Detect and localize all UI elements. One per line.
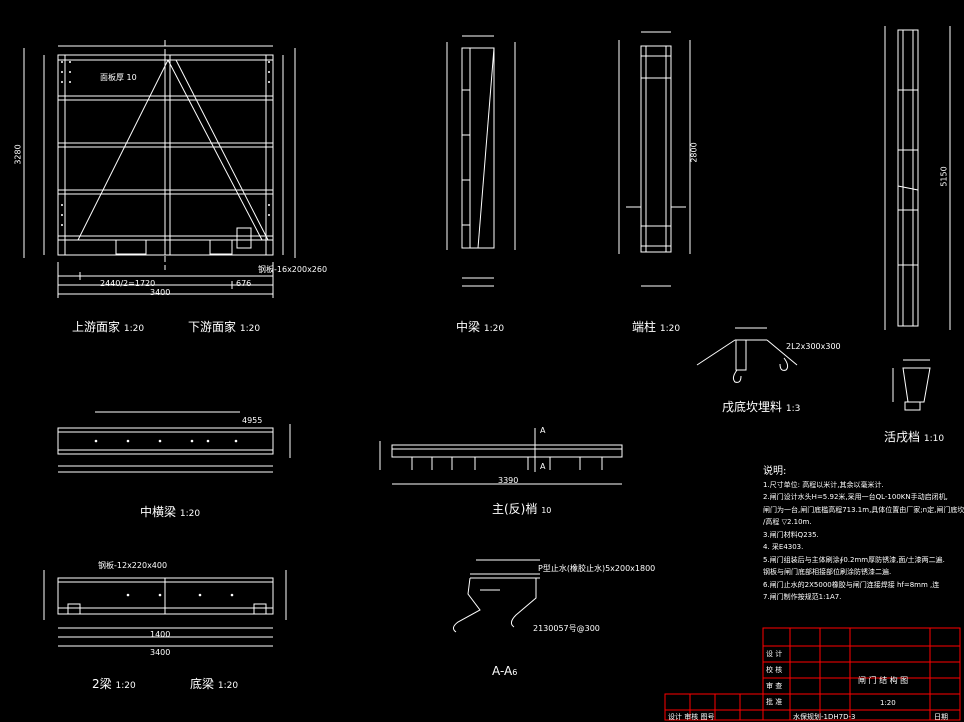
section-a-marker-bottom: A bbox=[540, 462, 546, 471]
end-column-view bbox=[618, 31, 691, 287]
embedded-part-label: 戌底坎埋料 bbox=[722, 400, 783, 414]
main-beam-length: 3390 bbox=[498, 476, 519, 485]
upstream-scale: 1:20 bbox=[123, 324, 145, 334]
beam2-label: 2梁 bbox=[92, 677, 112, 691]
side-column-5150: 5150 bbox=[939, 166, 949, 187]
movable-block-view bbox=[892, 359, 931, 411]
mid-longitudinal-label: 中横梁 bbox=[140, 505, 177, 519]
bolt-callout: 2130057号@300 bbox=[533, 624, 600, 633]
date-label: 日期 bbox=[934, 713, 948, 721]
dim-2440: 2440/2=1720 bbox=[100, 279, 156, 288]
dim-1400: 1400 bbox=[150, 630, 171, 639]
note-line: 3.闸门材料Q235. bbox=[763, 530, 819, 539]
mid-longitudinal-scale: 1:20 bbox=[179, 509, 201, 519]
section-aa-view bbox=[452, 559, 540, 633]
plate-callout: 钢板-16x200x260 bbox=[258, 265, 328, 274]
middle-beam-label: 中梁 bbox=[456, 320, 481, 334]
rubber-seal-callout: P型止水(橡胶止水)5x200x1800 bbox=[538, 564, 656, 573]
end-column-title: 端柱 1:20 bbox=[632, 318, 680, 335]
title-block bbox=[664, 627, 961, 721]
main-beam-view bbox=[379, 428, 623, 485]
note-line: 6.闸门止水的2X5000橡胶与闸门连接焊接 hf=8mm ,连 bbox=[763, 580, 940, 589]
rivet-dots bbox=[61, 61, 270, 226]
note-line: 2.闸门设计水头H=5.92米,采用一台QL-100KN手动启闭机, bbox=[763, 493, 948, 501]
note-line: 闸门为一台,闸门底槛高程713.1m,具体位置由厂家;n定,闸门底坎 bbox=[763, 505, 964, 514]
main-beam-label: 主(反)梢 bbox=[492, 502, 538, 516]
movable-block-title: 活戌档 1:10 bbox=[884, 428, 944, 445]
downstream-face-label: 下游面家 bbox=[188, 320, 237, 334]
bottom-beam-label: 底梁 bbox=[190, 677, 215, 691]
end-column-label: 端柱 bbox=[632, 320, 657, 334]
beam2-scale: 1:20 bbox=[115, 681, 136, 691]
note-line: /高程 ▽2.10m. bbox=[763, 518, 812, 526]
tb-row-check: 校 核 bbox=[766, 666, 783, 674]
note-line: 7.闸门制作按规范1:1A7. bbox=[763, 593, 842, 601]
dim-676: 676 bbox=[236, 279, 252, 288]
dim-3400b: 3400 bbox=[150, 648, 171, 657]
dim-4955: 4955 bbox=[242, 416, 263, 425]
downstream-face-title: 下游面家 1:20 bbox=[188, 318, 260, 335]
drawing-scale: 1:20 bbox=[880, 699, 896, 707]
beam2-holes bbox=[126, 593, 234, 597]
tb-row-approve: 批 准 bbox=[766, 698, 783, 706]
side-column-view bbox=[884, 26, 951, 330]
main-beam-title: 主(反)梢 10 bbox=[492, 500, 551, 517]
tb-bottom-left: 设计 审核 图号 bbox=[668, 713, 715, 721]
beam2-view bbox=[43, 570, 287, 647]
upstream-face-label: 上游面家 bbox=[72, 320, 121, 334]
design-notes: 说明: 1.尺寸单位: 高程以米计,其余以毫米计. 2.闸门设计水头H=5.92… bbox=[763, 466, 964, 604]
embedded-callout: 2L2x300x300 bbox=[786, 342, 841, 351]
middle-beam-scale: 1:20 bbox=[483, 324, 505, 334]
main-beam-scale: 10 bbox=[541, 506, 552, 515]
upstream-downstream-gate-view bbox=[23, 40, 296, 298]
note-line: 1.尺寸单位: 高程以米计,其余以毫米计. bbox=[763, 480, 884, 489]
embedded-sill-view bbox=[696, 327, 798, 383]
embedded-part-scale: 1:3 bbox=[785, 404, 801, 414]
end-column-scale: 1:20 bbox=[659, 324, 681, 334]
mid-beam-holes bbox=[94, 439, 238, 443]
notes-heading: 说明: bbox=[763, 466, 787, 477]
beam2-title: 2梁 1:20 bbox=[92, 675, 136, 692]
overall-height-dim: 3280 bbox=[13, 144, 23, 165]
upstream-face-title: 上游面家 1:20 bbox=[72, 318, 144, 335]
section-aa-scale: 6 bbox=[512, 668, 518, 677]
section-a-marker-top: A bbox=[540, 426, 546, 435]
note-line: 5.闸门组装后与主体刷涂∮0.2mm厚防锈漆,面/土漆两二遍. bbox=[763, 555, 945, 564]
tb-row-design: 设 计 bbox=[766, 650, 783, 658]
middle-beam-title: 中梁 1:20 bbox=[456, 318, 504, 335]
note-line: 4. 采E4303. bbox=[763, 543, 804, 551]
end-column-2800: 2800 bbox=[689, 142, 699, 163]
drawing-number: 水保规划-1DH7D-3 bbox=[793, 713, 856, 721]
overall-width-dim: 3400 bbox=[150, 288, 171, 297]
tb-row-review: 审 查 bbox=[766, 682, 783, 690]
embedded-part-title: 戌底坎埋料 1:3 bbox=[722, 398, 800, 415]
middle-beam-view bbox=[446, 35, 516, 287]
section-aa-title: A-A6 bbox=[492, 664, 517, 678]
mid-longitudinal-title: 中横梁 1:20 bbox=[140, 503, 200, 520]
plate-callout-2: 钢板-12x220x400 bbox=[98, 561, 168, 570]
drawing-title: 闸 门 结 构 图 bbox=[858, 676, 909, 685]
bottom-beam-scale: 1:20 bbox=[217, 681, 239, 691]
panel-thickness-note: 面板厚 10 bbox=[100, 73, 137, 82]
mid-longitudinal-beam-view bbox=[57, 411, 291, 473]
downstream-scale: 1:20 bbox=[239, 324, 261, 334]
bottom-beam-title: 底梁 1:20 bbox=[190, 675, 238, 692]
movable-block-scale: 1:10 bbox=[923, 434, 945, 444]
movable-block-label: 活戌档 bbox=[884, 430, 921, 444]
section-aa-label: A-A bbox=[492, 664, 513, 678]
note-line: 钢板与闸门底部相接部位刷涂防锈漆二遍. bbox=[763, 568, 892, 576]
